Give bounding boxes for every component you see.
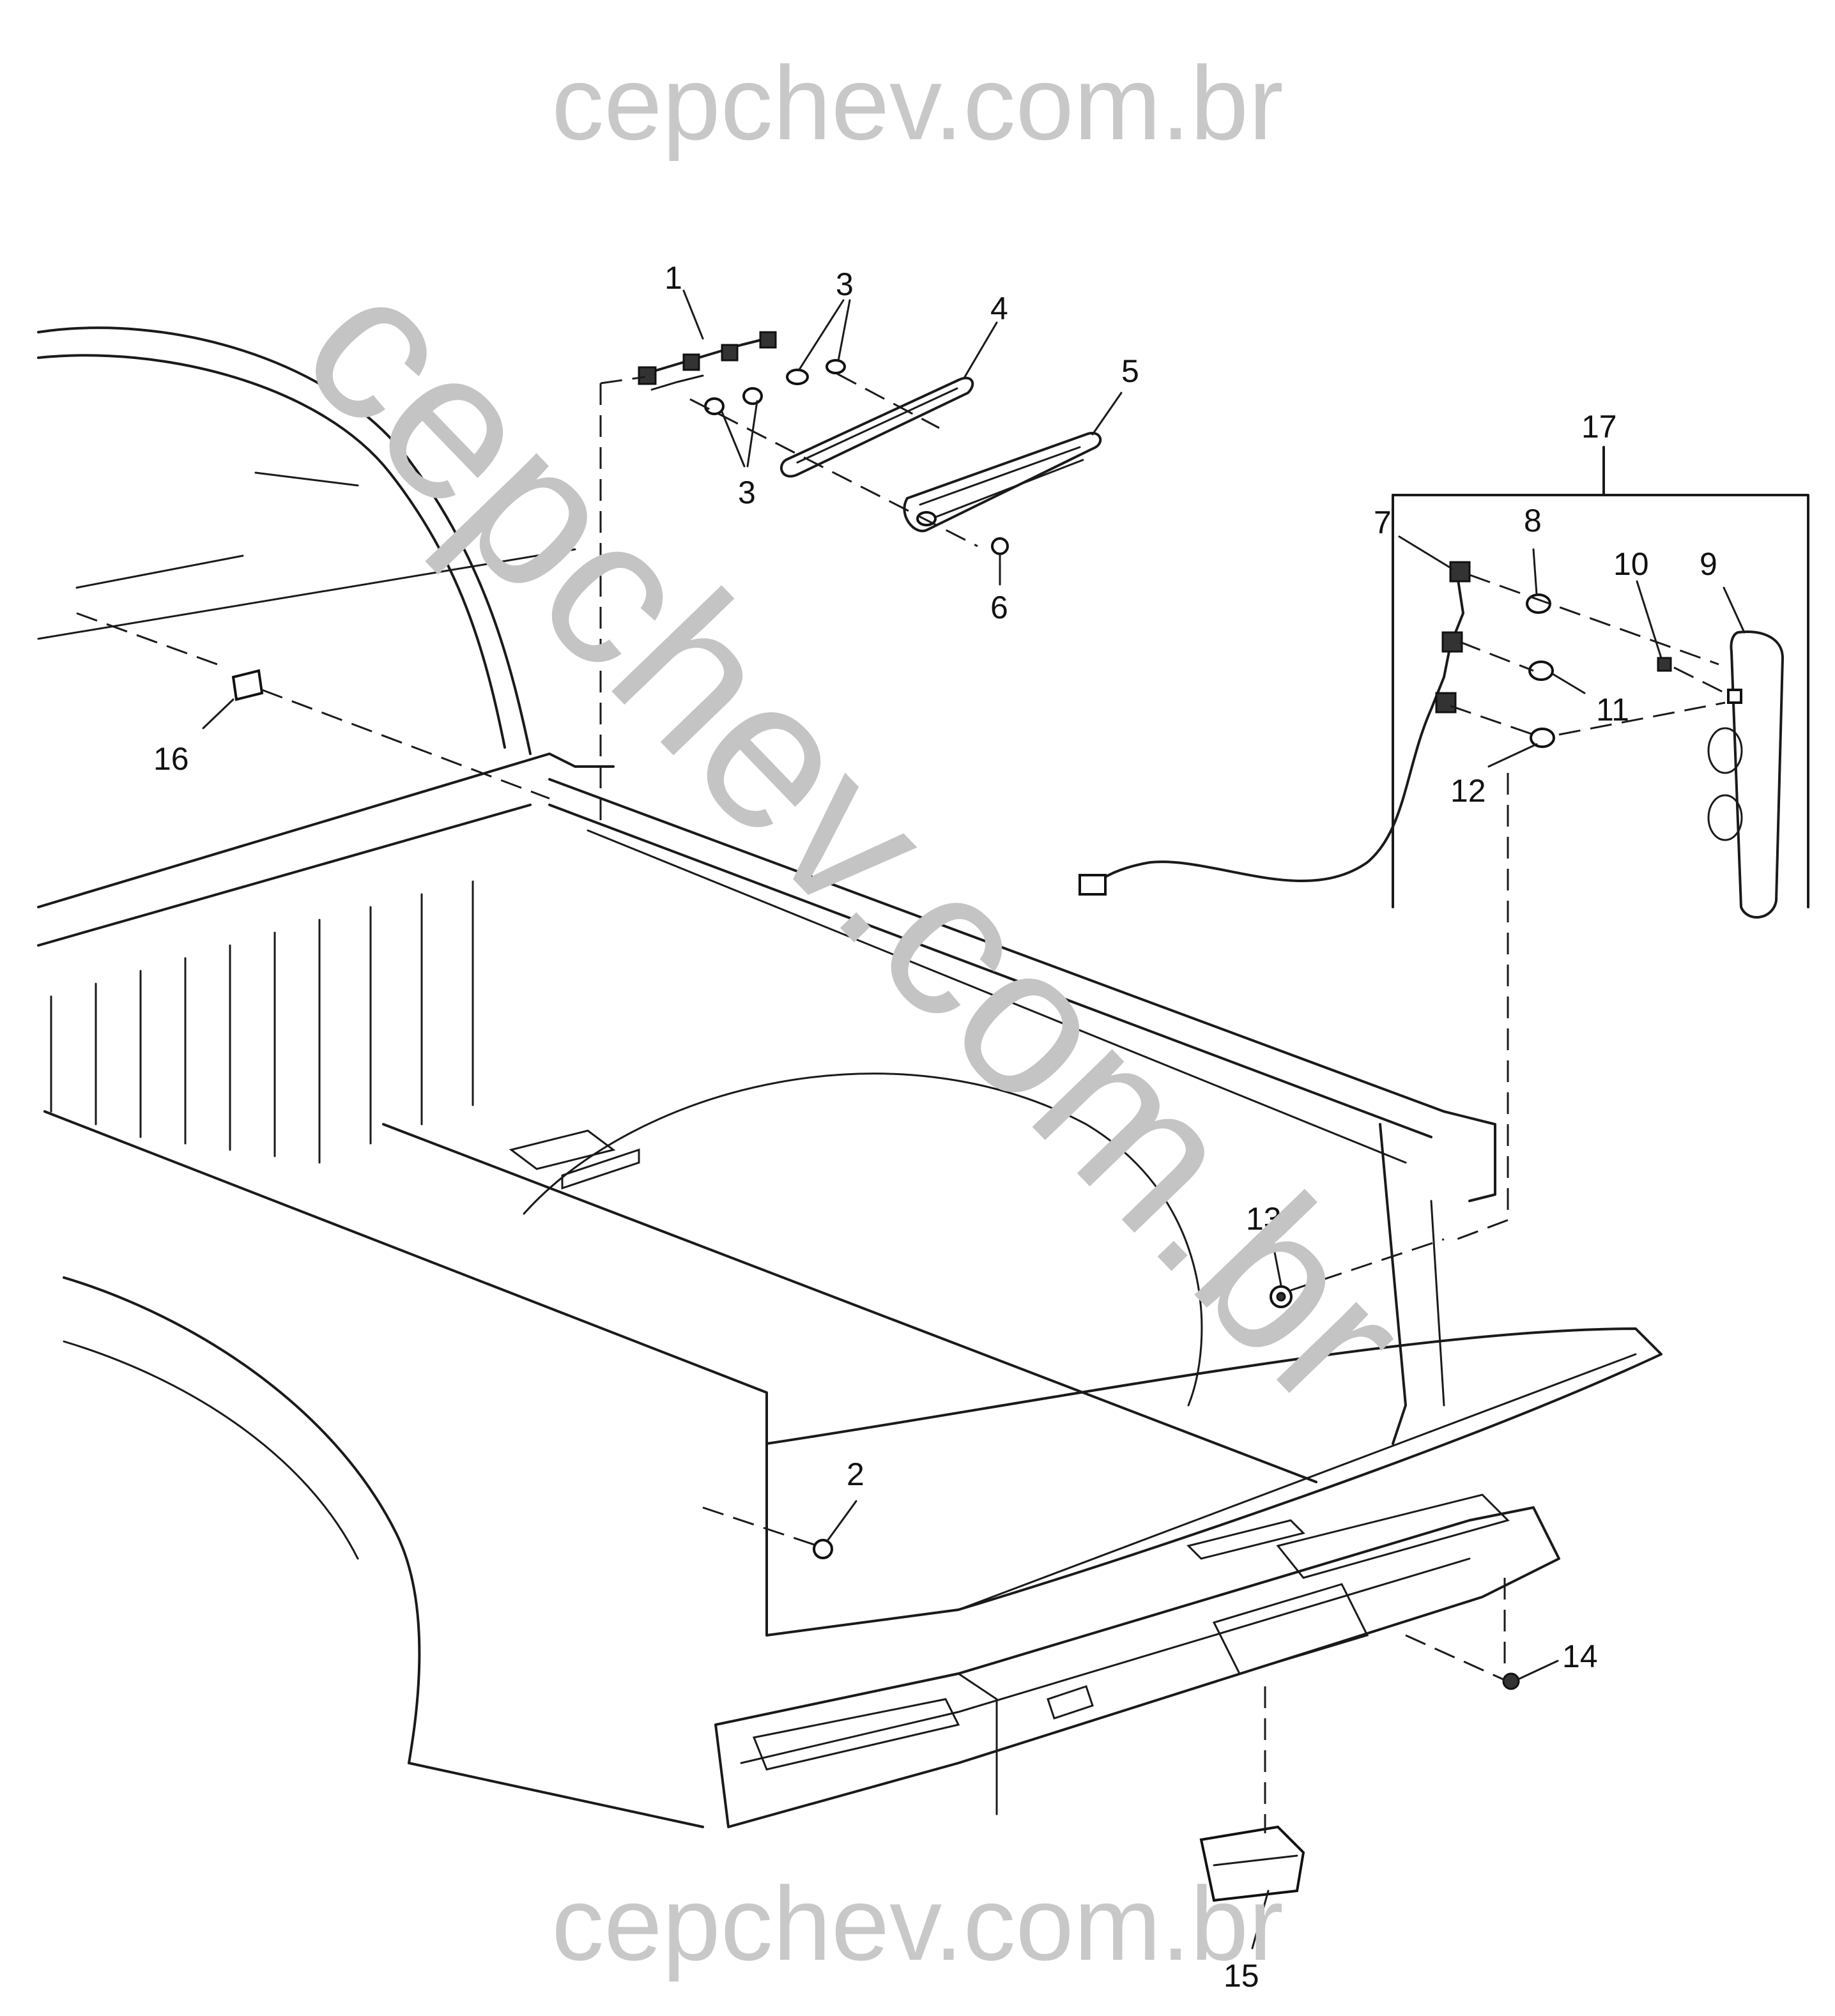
part-2-push-pin <box>813 1539 833 1559</box>
part-16-lamp <box>231 669 264 701</box>
part-4-gasket <box>779 376 974 478</box>
part-12-bulb <box>1530 728 1555 748</box>
tailgate <box>765 1327 1662 1637</box>
part-17-bracket <box>1392 446 1809 908</box>
part-3-bulbs <box>704 359 846 415</box>
part-6-screw <box>991 537 1009 562</box>
callout-9: 9 <box>1700 546 1717 582</box>
callouts: 1 2 3 3 4 5 6 7 8 9 10 11 12 13 14 15 16… <box>153 260 1717 1994</box>
truck-cab <box>37 326 576 755</box>
callout-2: 2 <box>847 1456 864 1492</box>
part-9-tail-lamp <box>1707 630 1784 919</box>
truck-bed <box>37 752 1496 1828</box>
callout-16: 16 <box>153 741 189 777</box>
callout-3-bottom: 3 <box>738 475 756 510</box>
part-5-lamp-housing <box>903 432 1102 533</box>
assembly-lines <box>76 372 1726 1833</box>
callout-4: 4 <box>990 291 1008 326</box>
callout-1: 1 <box>664 260 682 296</box>
part-14-grommet <box>1502 1672 1520 1690</box>
watermark-top: cepchev.com.br <box>551 45 1284 162</box>
callout-10: 10 <box>1613 546 1649 582</box>
part-15-license-lamp <box>1199 1825 1305 1902</box>
callout-13: 13 <box>1246 1201 1282 1237</box>
part-11-bulb <box>1528 661 1554 681</box>
callout-15: 15 <box>1224 1958 1259 1994</box>
callout-17: 17 <box>1581 409 1617 445</box>
callout-14: 14 <box>1562 1638 1598 1674</box>
callout-7: 7 <box>1374 505 1392 540</box>
callout-11: 11 <box>1596 692 1629 728</box>
callout-12: 12 <box>1450 773 1486 809</box>
part-7-socket-harness <box>1079 561 1471 896</box>
rear-bumper <box>714 1493 1560 1828</box>
part-10-clip <box>1657 657 1672 672</box>
part-1-harness <box>638 331 777 391</box>
callout-8: 8 <box>1524 503 1542 538</box>
callout-6: 6 <box>990 590 1008 625</box>
part-13-screw <box>1270 1285 1293 1308</box>
callout-3-top: 3 <box>836 266 854 302</box>
watermark-bottom: cepchev.com.br <box>551 1865 1284 1982</box>
leader-lines <box>202 289 1746 1950</box>
callout-5: 5 <box>1121 353 1139 389</box>
